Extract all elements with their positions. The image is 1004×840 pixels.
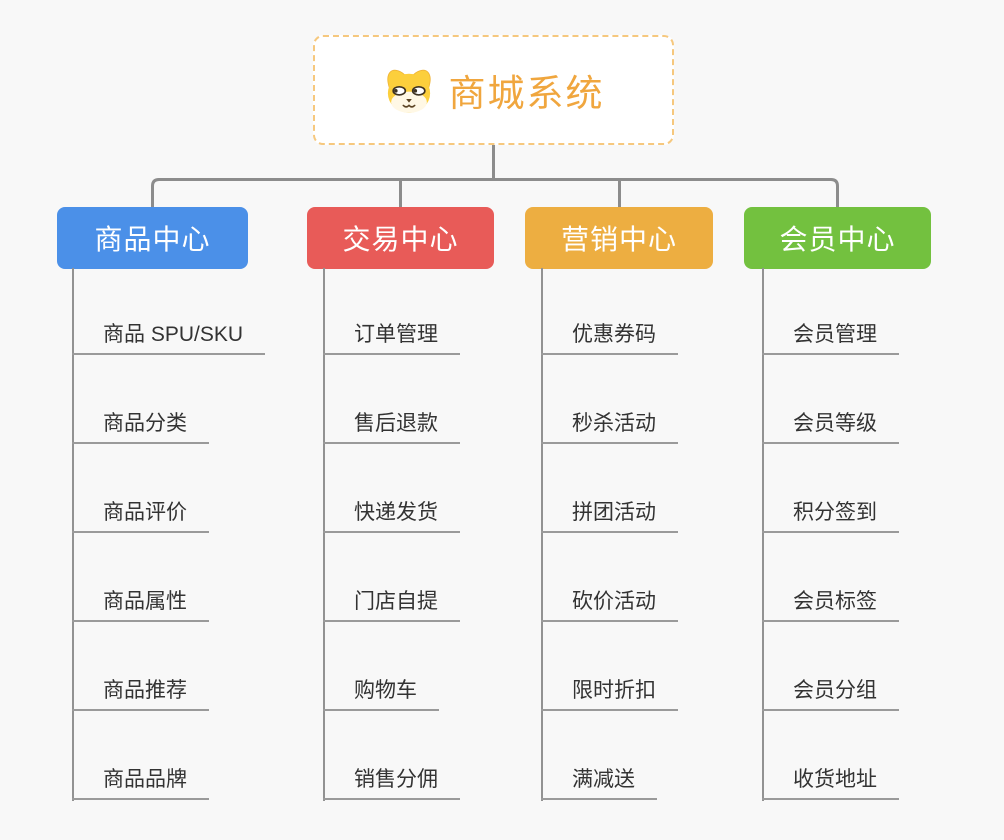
- leaf-node[interactable]: 拼团活动: [541, 498, 678, 533]
- leaf-node[interactable]: 购物车: [323, 676, 439, 711]
- leaf-node[interactable]: 商品分类: [72, 409, 209, 444]
- leaf-node[interactable]: 优惠券码: [541, 320, 678, 355]
- root-node[interactable]: 商城系统: [313, 35, 674, 145]
- branch-header-trade[interactable]: 交易中心: [307, 207, 494, 269]
- leaf-node[interactable]: 限时折扣: [541, 676, 678, 711]
- leaf-node[interactable]: 商品评价: [72, 498, 209, 533]
- leaf-node[interactable]: 积分签到: [762, 498, 899, 533]
- leaf-node[interactable]: 门店自提: [323, 587, 460, 622]
- branch-spine: [323, 268, 325, 801]
- branch-spine: [541, 268, 543, 801]
- leaf-node[interactable]: 会员等级: [762, 409, 899, 444]
- leaf-node[interactable]: 商品推荐: [72, 676, 209, 711]
- dog-face-icon: [386, 69, 431, 113]
- leaf-node[interactable]: 会员分组: [762, 676, 899, 711]
- branch-label: 营销中心: [560, 224, 677, 255]
- branch-header-member[interactable]: 会员中心: [744, 207, 931, 269]
- leaf-node[interactable]: 订单管理: [323, 320, 460, 355]
- branch-header-marketing[interactable]: 营销中心: [525, 207, 713, 269]
- branch-label: 交易中心: [342, 224, 459, 255]
- branch-header-product[interactable]: 商品中心: [57, 207, 248, 269]
- leaf-node[interactable]: 会员标签: [762, 587, 899, 622]
- leaf-node[interactable]: 收货地址: [762, 765, 899, 800]
- leaf-node[interactable]: 销售分佣: [323, 765, 460, 800]
- leaf-node[interactable]: 商品属性: [72, 587, 209, 622]
- branch-label: 会员中心: [779, 224, 896, 255]
- leaf-node[interactable]: 售后退款: [323, 409, 460, 444]
- leaf-node[interactable]: 满减送: [541, 765, 657, 800]
- root-title: 商城系统: [448, 73, 605, 114]
- leaf-node[interactable]: 快递发货: [323, 498, 460, 533]
- leaf-node[interactable]: 秒杀活动: [541, 409, 678, 444]
- branch-spine: [72, 268, 74, 801]
- leaf-node[interactable]: 商品品牌: [72, 765, 209, 800]
- leaf-node[interactable]: 商品 SPU/SKU: [72, 320, 266, 355]
- leaf-node[interactable]: 砍价活动: [541, 587, 678, 622]
- branch-spine: [762, 268, 764, 801]
- leaf-node[interactable]: 会员管理: [762, 320, 899, 355]
- branch-label: 商品中心: [94, 224, 211, 255]
